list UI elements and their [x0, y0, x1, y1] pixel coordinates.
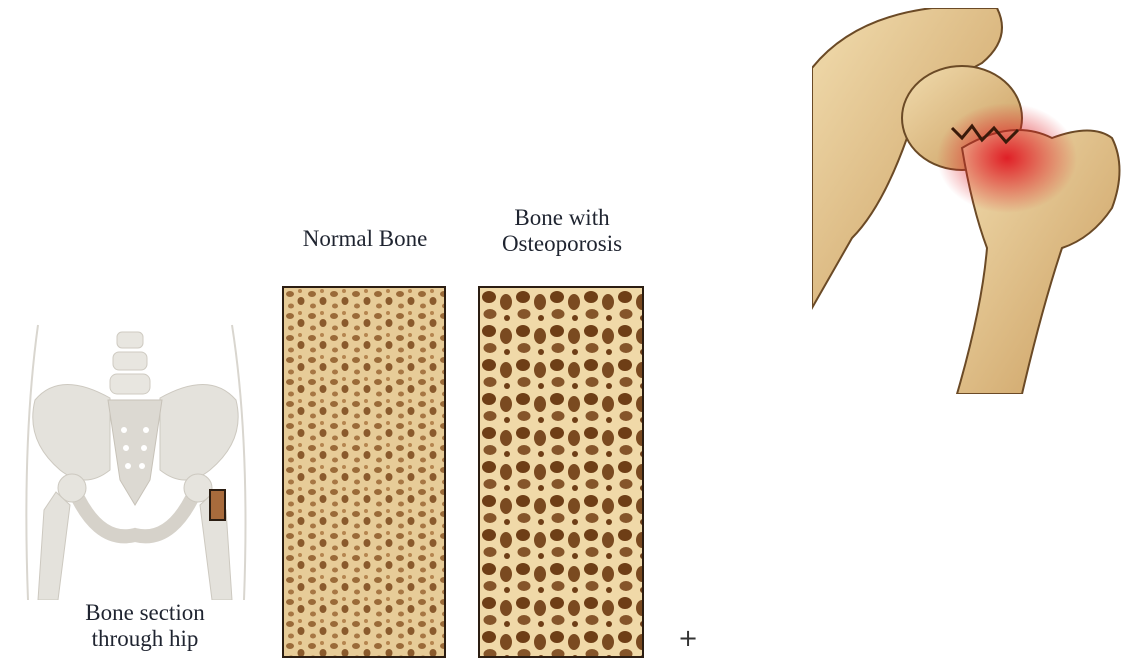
osteoporosis-bone-label: Bone with Osteoporosis [474, 205, 650, 257]
hip-label-line2: through hip [40, 626, 250, 652]
osteoporosis-bone-texture [478, 286, 644, 658]
normal-bone-label: Normal Bone [282, 226, 448, 252]
osteoporosis-label-line1: Bone with [474, 205, 650, 231]
normal-bone-texture [282, 286, 446, 658]
pelvis-illustration [0, 320, 270, 600]
hip-section-label: Bone section through hip [40, 600, 250, 652]
hip-label-line1: Bone section [40, 600, 250, 626]
plus-sign: + [678, 624, 698, 652]
hip-fracture-illustration [812, 8, 1131, 394]
osteoporosis-label-line2: Osteoporosis [474, 231, 650, 257]
